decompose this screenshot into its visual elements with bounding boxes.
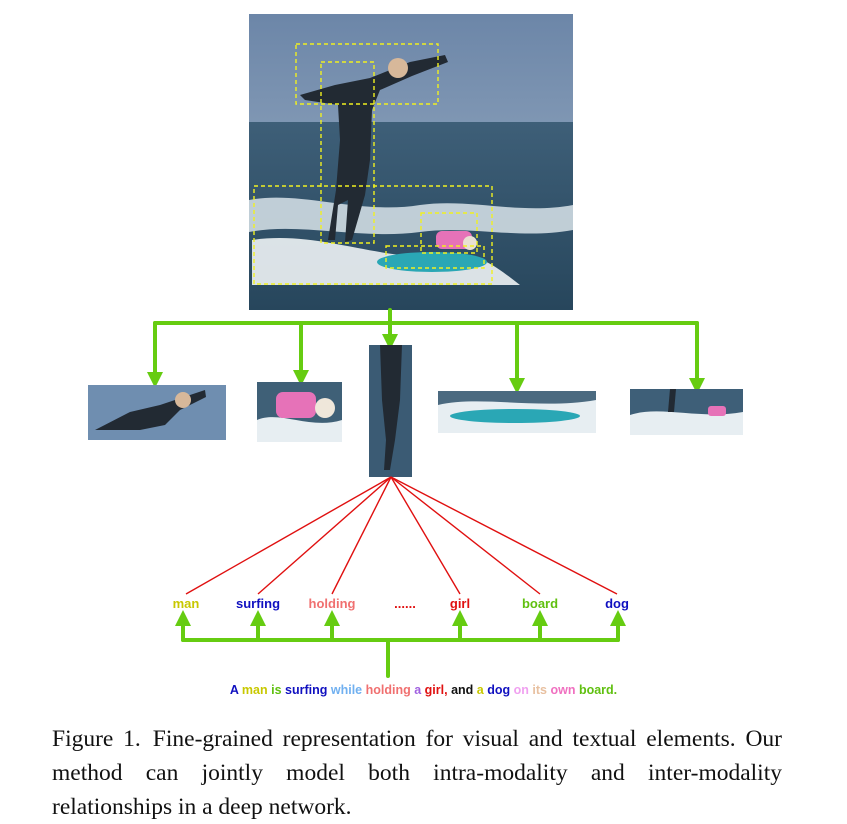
- sentence-word: board.: [578, 683, 618, 697]
- figure-caption: Figure 1.Fine-grained representation for…: [52, 722, 782, 824]
- sentence-word: holding: [365, 683, 411, 697]
- sentence-word: dog: [487, 683, 511, 697]
- caption-label: Figure 1.: [52, 726, 141, 752]
- crop-board: [438, 391, 596, 433]
- sentence-word: its: [532, 683, 547, 697]
- word-labels: man surfing holding ...... girl board do…: [173, 596, 629, 611]
- crop-scene: [630, 389, 743, 435]
- sentence-word: and: [451, 683, 474, 697]
- sentence-word: a: [476, 683, 484, 697]
- sentence-word: while: [330, 683, 363, 697]
- distribution-arrows: [147, 308, 705, 394]
- word-label: surfing: [236, 596, 280, 611]
- cross-modal-line: [390, 476, 541, 595]
- sentence-word: own: [550, 683, 576, 697]
- crop-legs: [369, 345, 412, 477]
- cross-modal-line: [331, 476, 392, 595]
- word-label: holding: [309, 596, 356, 611]
- cross-modal-line: [257, 476, 392, 595]
- word-label: man: [173, 596, 200, 611]
- main-photo: [249, 14, 573, 310]
- sentence-word: on: [513, 683, 529, 697]
- word-label: dog: [605, 596, 629, 611]
- caption-text: Fine-grained representation for visual a…: [52, 726, 782, 820]
- sentence-word: girl,: [424, 683, 448, 697]
- sentence-word: man: [241, 683, 268, 697]
- sentence-word: a: [414, 683, 422, 697]
- sentence: A man is surfing while holding a girl, a…: [0, 683, 847, 697]
- cross-modal-lines: [185, 476, 618, 595]
- word-label: girl: [450, 596, 470, 611]
- cross-modal-line: [390, 476, 461, 595]
- cross-modal-line: [390, 476, 618, 595]
- crop-dog: [257, 382, 342, 442]
- sentence-word: surfing: [285, 683, 328, 697]
- cross-modal-line: [185, 476, 392, 595]
- word-label: ......: [394, 596, 416, 611]
- sentence-arrows: [175, 610, 626, 678]
- sentence-word: A: [229, 683, 239, 697]
- crop-man-arms: [88, 385, 226, 440]
- word-label: board: [522, 596, 558, 611]
- sentence-word: is: [271, 683, 282, 697]
